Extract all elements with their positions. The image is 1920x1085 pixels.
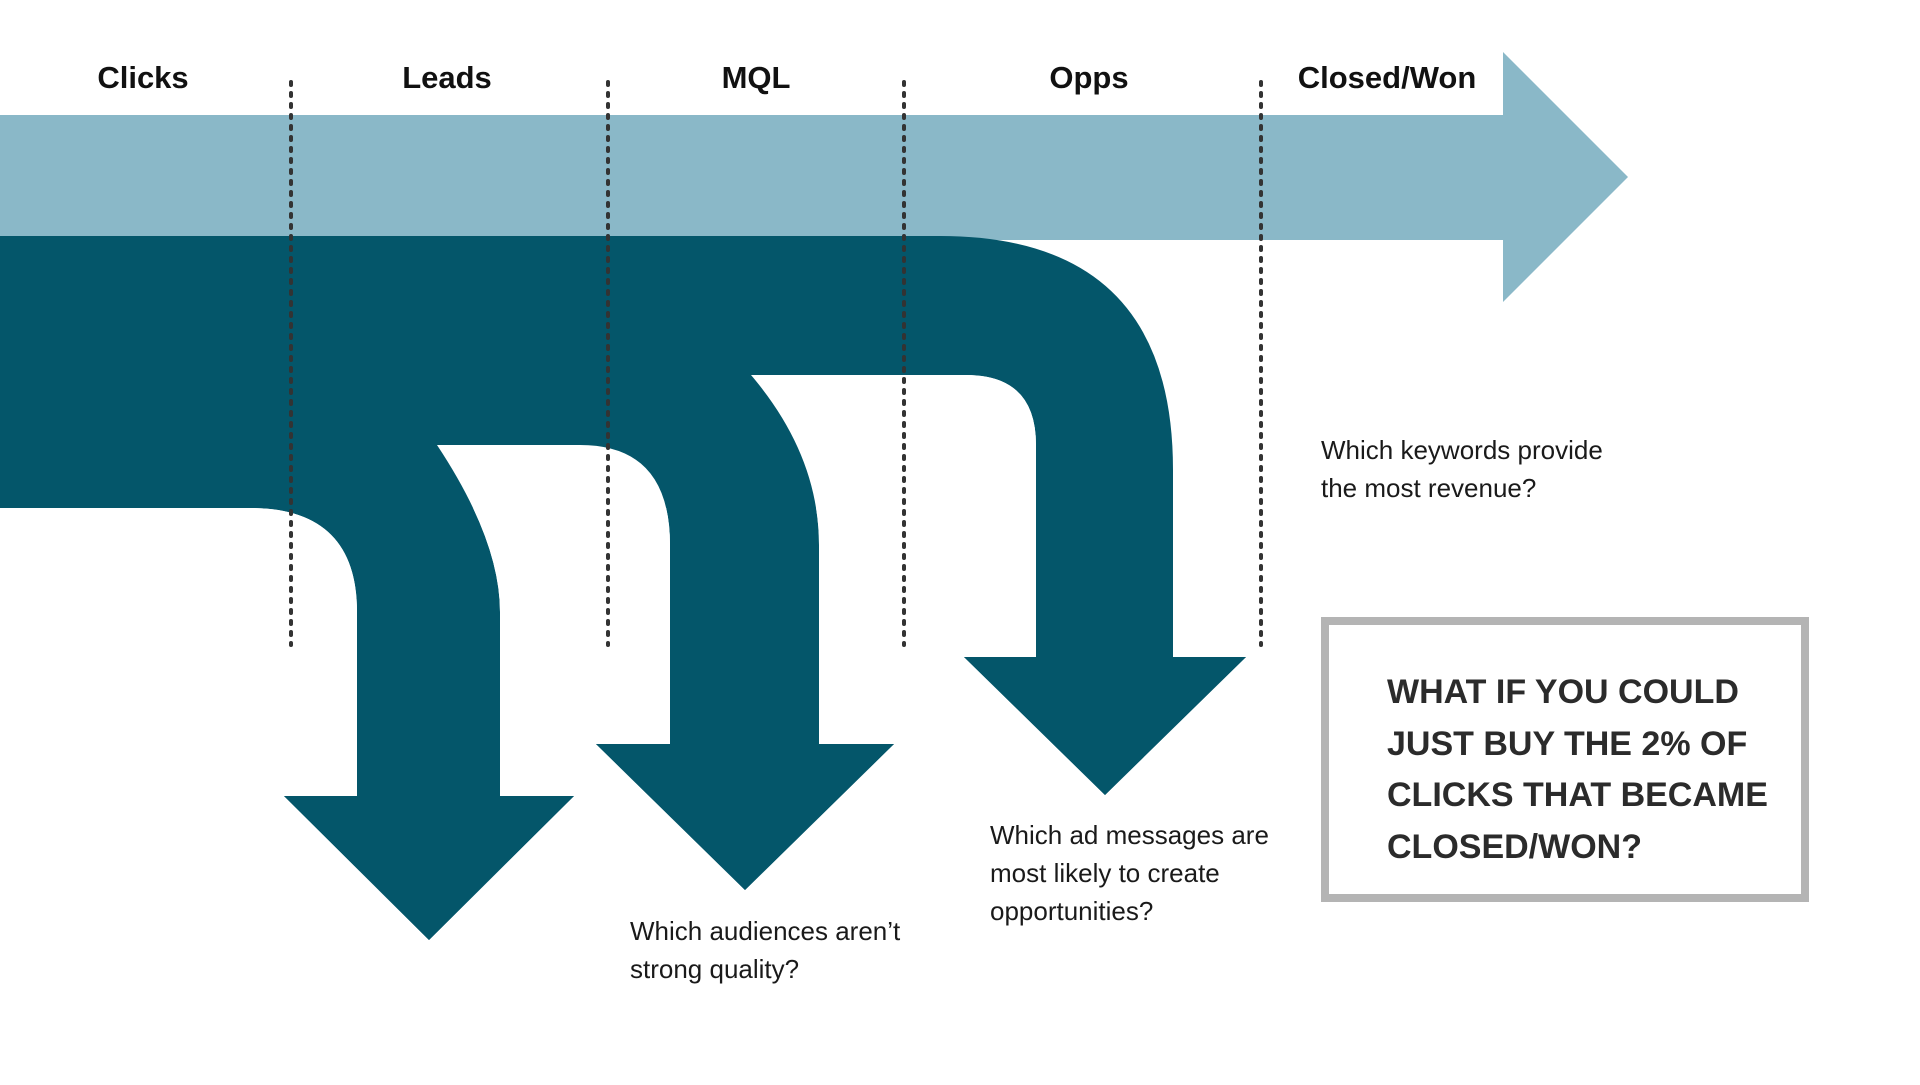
question-line: Which keywords provide — [1321, 435, 1603, 465]
callout-line: WHAT IF YOU COULD — [1387, 673, 1739, 711]
stage-label-mql: MQL — [721, 60, 791, 95]
question-ad-messages: Which ad messages are most likely to cre… — [990, 816, 1269, 930]
question-audiences: Which audiences aren’t strong quality? — [630, 912, 900, 988]
arrowhead-leads — [284, 796, 574, 940]
callout-line: CLICKS THAT BECAME — [1387, 776, 1768, 814]
stage-label-leads: Leads — [402, 60, 492, 95]
callout-line: JUST BUY THE 2% OF — [1387, 724, 1748, 763]
question-line: opportunities? — [990, 896, 1154, 926]
arrowhead-mql — [596, 744, 894, 890]
stage-label-clicks: Clicks — [97, 60, 189, 95]
stage-label-opps: Opps — [1049, 60, 1129, 95]
callout-text: WHAT IF YOU COULD JUST BUY THE 2% OF CLI… — [1387, 667, 1768, 873]
question-keywords: Which keywords provide the most revenue? — [1321, 431, 1603, 507]
question-line: Which ad messages are — [990, 820, 1269, 850]
question-line: Which audiences aren’t — [630, 916, 901, 946]
opening-leads — [437, 445, 670, 744]
callout-box: WHAT IF YOU COULD JUST BUY THE 2% OF CLI… — [1321, 617, 1809, 902]
opening-mql — [751, 375, 1036, 657]
question-line: most likely to create — [990, 858, 1220, 888]
question-line: strong quality? — [630, 954, 800, 984]
opening-clicks — [0, 508, 357, 796]
stage-label-closed-won: Closed/Won — [1297, 60, 1477, 95]
question-line: the most revenue? — [1321, 473, 1537, 503]
callout-line: CLOSED/WON? — [1387, 827, 1642, 866]
arrowhead-opps — [964, 657, 1246, 795]
